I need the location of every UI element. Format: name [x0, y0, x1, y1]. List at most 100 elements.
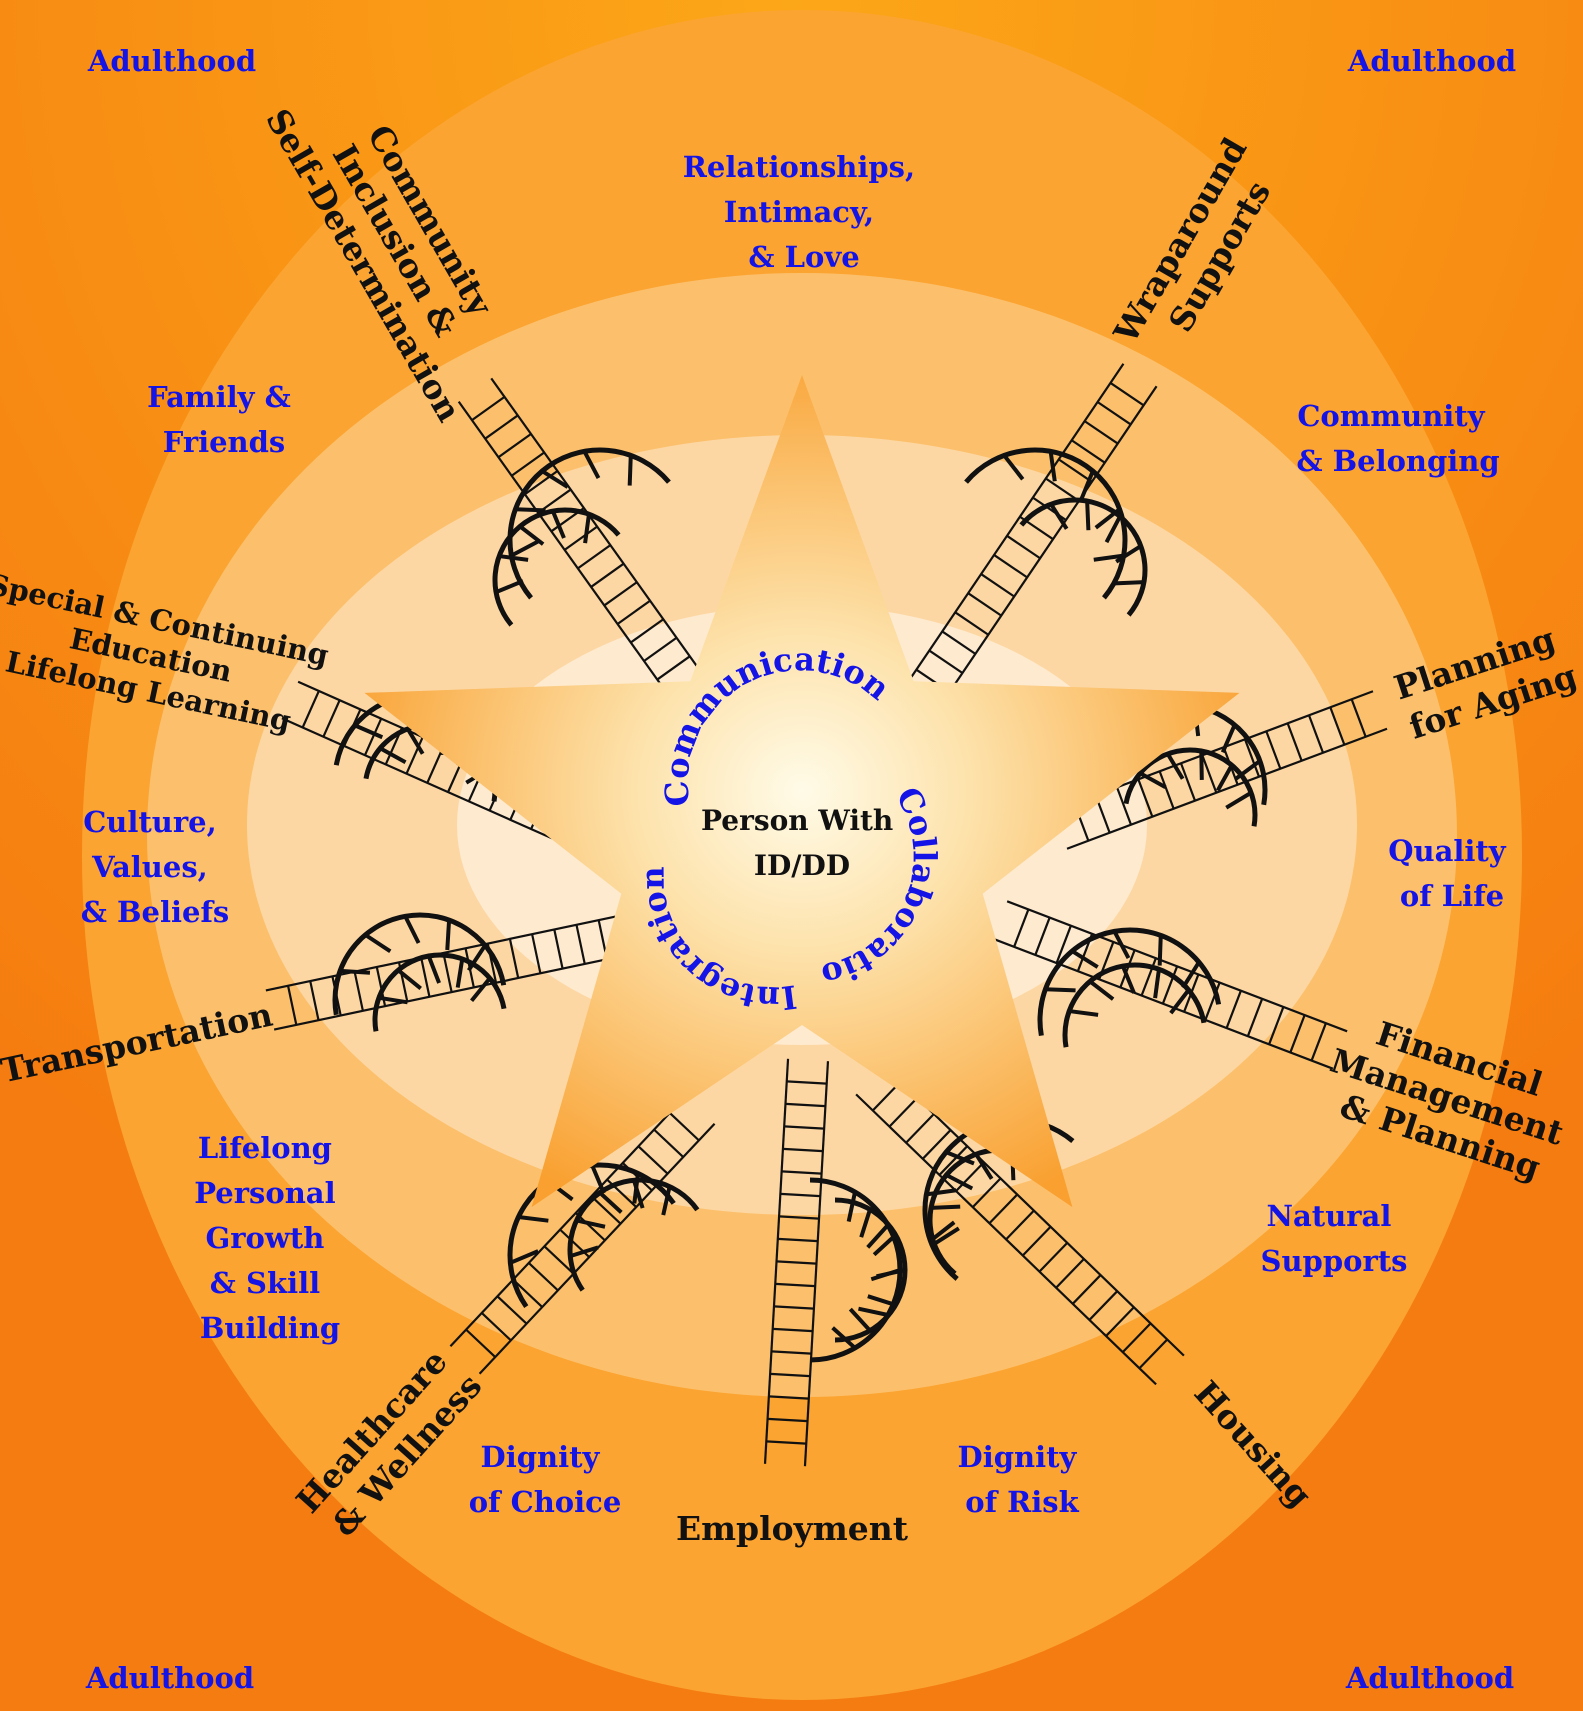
ladder-rung [656, 655, 691, 681]
ladder-rail [273, 953, 630, 1031]
natural-supports-label: Natural Supports [1261, 1199, 1408, 1278]
ladder-rung [511, 451, 545, 477]
ladder-rail [449, 1095, 687, 1348]
ladder-rung [967, 592, 1002, 617]
ladder-rung [590, 562, 625, 588]
ladder-rung [1045, 477, 1080, 502]
corner-label-bottom-left: Adulthood [85, 1661, 254, 1695]
ladder-rung [1021, 1225, 1052, 1257]
ladder-rung [777, 1237, 818, 1243]
ladder-rail [457, 400, 685, 718]
arches-group [332, 447, 1268, 1363]
dignity-risk-label: Dignity of Risk [958, 1440, 1087, 1519]
ladder-rung [941, 630, 977, 655]
ladder-rung [309, 980, 320, 1021]
ladder-rung [938, 1145, 969, 1176]
arch [1062, 962, 1207, 1048]
ladder-rung [1109, 381, 1145, 407]
ladder-rung [993, 554, 1028, 579]
ladder-rung [531, 933, 542, 974]
ladder-rung [988, 1193, 1019, 1225]
ladder-rung [1115, 786, 1133, 826]
ladder-rung [921, 1129, 952, 1160]
ladder-rung [353, 971, 364, 1012]
ladder-rung [1034, 917, 1051, 956]
ladder-rung [779, 1215, 820, 1220]
ladder-rung [782, 1147, 823, 1153]
ladder-rung [481, 1312, 512, 1342]
ladder-rung [785, 1102, 826, 1108]
ladder-rail [490, 377, 718, 695]
ladder-rung [1268, 1006, 1285, 1045]
ladder-rung [363, 718, 383, 756]
ladder-rung [770, 1372, 811, 1378]
dignity-choice-label: Dignity of Choice [469, 1440, 622, 1519]
employment-label: Employment [676, 1509, 909, 1548]
ladder-rung [980, 573, 1015, 598]
arch [507, 447, 671, 600]
ladder-rung [1038, 1242, 1069, 1273]
ladder-rung [563, 525, 598, 551]
ladder-rung [1161, 965, 1179, 1005]
ladder-rung [471, 396, 506, 422]
ladder-rail [1066, 727, 1388, 850]
ladder-rail [281, 717, 553, 840]
ladder-rung [1121, 1322, 1152, 1353]
family-friends-label: Family & Friends [147, 380, 301, 459]
arch [1019, 497, 1148, 617]
ladder-rung [1350, 698, 1367, 738]
ladder-rung [1096, 401, 1132, 426]
ladder-rung [1119, 949, 1136, 988]
ladder-rung [286, 985, 298, 1026]
ladder-rung [637, 1145, 669, 1175]
ladder-rung [528, 1262, 559, 1292]
ladder-rung [405, 736, 424, 775]
corner-label-top-left: Adulthood [87, 44, 256, 78]
ladder-rung [780, 1192, 821, 1198]
ladder-rung [905, 1113, 935, 1144]
ladder-rung [1329, 706, 1346, 746]
ladder-rung [1204, 982, 1221, 1021]
ladder-rail [935, 385, 1158, 712]
ladder-rung [616, 599, 651, 625]
ladder-rung [322, 699, 341, 738]
ladder-rung [766, 1440, 807, 1445]
ladder-rung [1006, 534, 1041, 560]
ladder-rung [1225, 990, 1242, 1029]
ladder-rung [465, 1328, 496, 1358]
ladder-rung [575, 1212, 606, 1242]
ladder-rung [784, 1125, 825, 1130]
ladder-rung [773, 1305, 814, 1310]
ladder-rung [1265, 730, 1282, 770]
ladder-rung [1138, 1338, 1169, 1370]
arch [1123, 747, 1258, 827]
ladder-rung [508, 938, 520, 979]
ladder-rung [772, 1327, 813, 1333]
center-title: Person With ID/DD [701, 804, 903, 882]
ladder-rung [767, 1417, 808, 1423]
culture-values-label: Culture, Values, & Beliefs [81, 805, 230, 929]
ladder-rung [776, 1260, 817, 1265]
ladder-rung [1243, 738, 1261, 778]
ladder-rung [1310, 1022, 1327, 1061]
ladder-rung [955, 1161, 985, 1192]
ladder-rung [1088, 1290, 1119, 1321]
ladder-rung [768, 1395, 809, 1400]
ladder-rail [902, 363, 1125, 690]
arch [834, 1197, 908, 1343]
community-belonging-label: Community & Belonging [1296, 399, 1499, 478]
ladder-rung [496, 1295, 528, 1325]
ladder-rung [971, 1177, 1002, 1208]
ladder-rung [1179, 762, 1197, 802]
ladder-rung [575, 924, 586, 965]
arch [567, 1177, 700, 1292]
relationships-label: Relationships, Intimacy, & Love [683, 150, 925, 274]
quality-of-life-label: Quality of Life [1388, 834, 1516, 913]
ladder-rung [1158, 770, 1175, 810]
ladder-rung [1140, 957, 1157, 996]
ladder-rung [928, 649, 964, 674]
ladder-rung [420, 957, 431, 997]
ladder-rung [781, 1170, 822, 1175]
ladder-rung [512, 1278, 543, 1308]
